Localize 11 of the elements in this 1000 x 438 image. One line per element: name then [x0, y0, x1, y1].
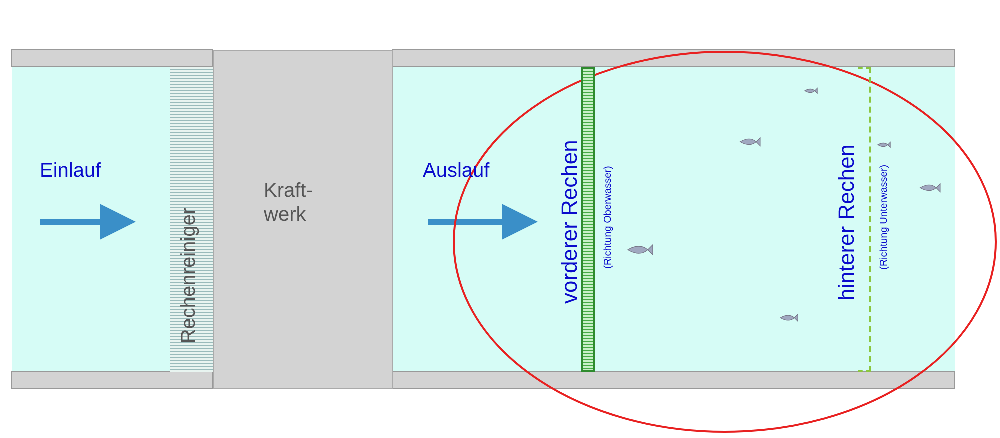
rack-note: (Richtung Unterwasser)	[879, 164, 890, 272]
screen-rack-dashed	[858, 67, 871, 372]
rack-label: hinterer Rechen	[834, 143, 860, 303]
flow-label: Einlauf	[40, 160, 102, 183]
node-text: Kraft- werk	[264, 179, 314, 227]
rake-cleaner-strip	[170, 67, 213, 372]
screen-rack	[581, 67, 595, 372]
rack-label: vorderer Rechen	[557, 140, 583, 306]
rack-note: (Richtung Oberwasser)	[603, 165, 614, 271]
node-text: Rechenreiniger	[178, 208, 201, 344]
power-plant-block	[213, 50, 393, 389]
